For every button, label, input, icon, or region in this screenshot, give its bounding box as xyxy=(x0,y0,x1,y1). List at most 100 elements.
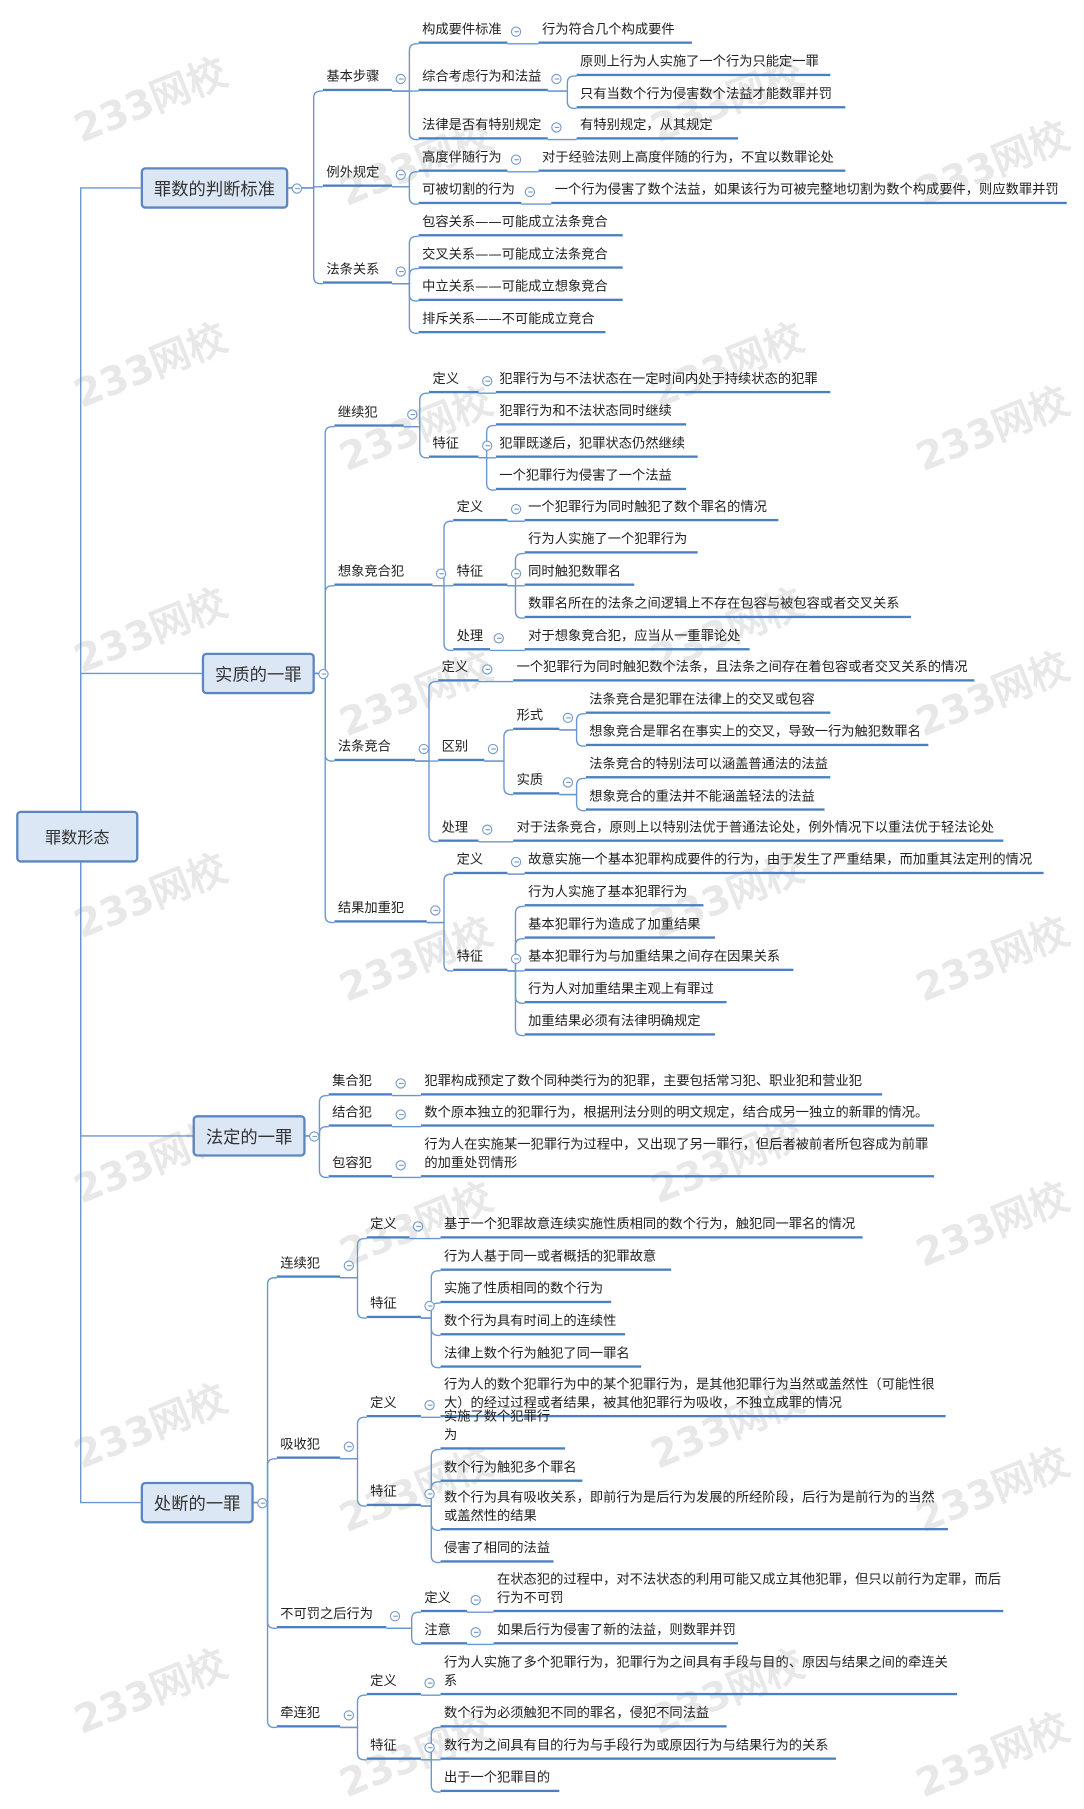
node[interactable]: 特征 xyxy=(453,947,508,971)
node[interactable]: 特征 xyxy=(453,562,508,586)
leaf-node[interactable]: 出于一个犯罪目的 xyxy=(440,1768,560,1793)
leaf-node[interactable]: 基本犯罪行为与加重结果之间存在因果关系 xyxy=(524,947,794,971)
collapse-icon[interactable] xyxy=(424,1300,435,1312)
node[interactable]: 定义 xyxy=(438,657,479,682)
leaf-node[interactable]: 中立关系——可能成立想象竞合 xyxy=(418,277,623,301)
collapse-icon[interactable] xyxy=(407,409,418,420)
leaf-node[interactable]: 行为人对加重结果主观上有罪过 xyxy=(524,979,727,1004)
collapse-icon[interactable] xyxy=(510,154,522,165)
node[interactable]: 特征 xyxy=(366,1482,421,1507)
collapse-icon[interactable] xyxy=(343,1710,355,1721)
leaf-node[interactable]: 基于一个犯罪故意连续实施性质相同的数个行为，触犯同一罪名的情况 xyxy=(440,1214,863,1239)
leaf-node[interactable]: 犯罪行为与不法状态在一定时间内处于持续状态的犯罪 xyxy=(495,369,831,394)
node[interactable]: 定义 xyxy=(366,1214,410,1239)
branch-judgment-standard[interactable]: 罪数的判断标准 xyxy=(140,167,289,209)
leaf-node[interactable]: 同时触犯数罪名 xyxy=(524,562,635,586)
leaf-node[interactable]: 数个行为触犯多个罪名 xyxy=(440,1458,583,1482)
leaf-node[interactable]: 数个行为必须触犯不同的罪名，侵犯不同法益 xyxy=(440,1703,727,1728)
node-serial-crime[interactable]: 连续犯 xyxy=(276,1254,341,1278)
branch-disposed-one-crime[interactable]: 处断的一罪 xyxy=(140,1481,254,1524)
leaf-node[interactable]: 原则上行为人实施了一个行为只能定一罪 xyxy=(576,52,831,77)
leaf-node[interactable]: 法律上数个行为触犯了同一罪名 xyxy=(440,1343,642,1368)
collapse-icon[interactable] xyxy=(424,1399,435,1411)
leaf-node[interactable]: 实施了数个犯罪行为 xyxy=(440,1407,566,1450)
node-continuing-crime[interactable]: 继续犯 xyxy=(334,402,404,427)
leaf-node[interactable]: 犯罪构成预定了数个同种类行为的犯罪，主要包括常习犯、职业犯和营业犯 xyxy=(420,1071,883,1096)
collapse-icon[interactable] xyxy=(482,824,493,835)
leaf-node[interactable]: 排斥关系——不可能成立竞合 xyxy=(418,309,606,334)
leaf-node[interactable]: 侵害了相同的法益 xyxy=(440,1538,554,1563)
node[interactable]: 定义 xyxy=(453,497,508,522)
collapse-icon[interactable] xyxy=(551,73,562,85)
leaf-node[interactable]: 只有当数个行为侵害数个法益才能数罪并罚 xyxy=(576,84,846,109)
leaf-node[interactable]: 故意实施一个基本犯罪构成要件的行为，由于发生了严重结果，而加重其法定刑的情况 xyxy=(524,850,1044,875)
leaf-node[interactable]: 犯罪既遂后，犯罪状态仍然继续 xyxy=(495,434,698,458)
node[interactable]: 特征 xyxy=(428,434,479,458)
node[interactable]: 定义 xyxy=(453,850,508,875)
leaf-node[interactable]: 加重结果必须有法律明确规定 xyxy=(524,1011,715,1036)
node[interactable]: 区别 xyxy=(438,737,485,762)
node-combined-crime[interactable]: 结合犯 xyxy=(328,1102,393,1127)
collapse-icon[interactable] xyxy=(424,1742,435,1753)
collapse-icon[interactable] xyxy=(510,568,522,579)
leaf-node[interactable]: 想象竞合的重法并不能涵盖轻法的法益 xyxy=(585,786,825,811)
node-imaginative-concurrence[interactable]: 想象竞合犯 xyxy=(334,562,433,586)
node[interactable]: 法律是否有特别规定 xyxy=(418,115,548,140)
collapse-icon[interactable] xyxy=(470,1627,481,1638)
node-statute-concurrence[interactable]: 法条竞合 xyxy=(334,737,416,762)
collapse-icon[interactable] xyxy=(562,712,574,724)
collapse-icon[interactable] xyxy=(493,633,504,644)
leaf-node[interactable]: 实施了性质相同的数个行为 xyxy=(440,1279,612,1304)
leaf-node[interactable]: 行为人在实施某一犯罪行为过程中，又出现了另一罪行，但后者被前者所包容成为前罪的加… xyxy=(420,1135,935,1178)
collapse-icon[interactable] xyxy=(482,664,493,675)
collapse-icon[interactable] xyxy=(510,26,522,37)
collapse-icon[interactable] xyxy=(318,668,329,679)
root-node[interactable]: 罪数形态 xyxy=(16,810,139,863)
node[interactable]: 处理 xyxy=(453,626,491,651)
collapse-icon[interactable] xyxy=(389,1611,401,1622)
collapse-icon[interactable] xyxy=(309,1130,320,1142)
leaf-node[interactable]: 一个犯罪行为同时触犯了数个罪名的情况 xyxy=(524,497,779,522)
collapse-icon[interactable] xyxy=(412,1221,424,1232)
leaf-node[interactable]: 有特别规定，从其规定 xyxy=(576,115,739,140)
collapse-icon[interactable] xyxy=(257,1497,268,1508)
collapse-icon[interactable] xyxy=(435,568,447,579)
collapse-icon[interactable] xyxy=(395,1078,406,1089)
collapse-icon[interactable] xyxy=(395,1160,406,1171)
collapse-icon[interactable] xyxy=(524,186,536,198)
leaf-node[interactable]: 对于经验法则上高度伴随的行为，不宜以数罪论处 xyxy=(538,148,846,172)
leaf-node[interactable]: 包容关系——可能成立法条竞合 xyxy=(418,212,623,237)
collapse-icon[interactable] xyxy=(424,1488,435,1500)
collapse-icon[interactable] xyxy=(430,905,441,916)
node[interactable]: 处理 xyxy=(438,818,479,842)
node[interactable]: 实质 xyxy=(513,770,560,795)
collapse-icon[interactable] xyxy=(487,743,499,755)
collapse-icon[interactable] xyxy=(562,777,574,788)
node[interactable]: 特征 xyxy=(366,1736,421,1760)
leaf-node[interactable]: 行为人实施了一个犯罪行为 xyxy=(524,529,698,554)
leaf-node[interactable]: 基本犯罪行为造成了加重结果 xyxy=(524,914,715,939)
node-unpunishable-subsequent-act[interactable]: 不可罚之后行为 xyxy=(276,1604,387,1629)
node[interactable]: 综合考虑行为和法益 xyxy=(418,67,548,92)
leaf-node[interactable]: 数个行为具有吸收关系，即前行为是后行为发展的所经阶段，后行为是前行为的当然或盖然… xyxy=(440,1488,948,1531)
leaf-node[interactable]: 交叉关系——可能成立法条竞合 xyxy=(418,244,623,269)
node[interactable]: 定义 xyxy=(420,1588,468,1613)
node[interactable]: 注意 xyxy=(420,1620,468,1645)
collapse-icon[interactable] xyxy=(395,169,406,180)
node[interactable]: 定义 xyxy=(366,1671,421,1696)
node-implicated-crime[interactable]: 牵连犯 xyxy=(276,1703,341,1728)
leaf-node[interactable]: 行为人基于同一或者概括的犯罪故意 xyxy=(440,1247,672,1271)
collapse-icon[interactable] xyxy=(482,440,493,451)
leaf-node[interactable]: 数个原本独立的犯罪行为，根据刑法分则的明文规定，结合成另一独立的新罪的情况。 xyxy=(420,1102,935,1127)
leaf-node[interactable]: 行为人实施了基本犯罪行为 xyxy=(524,882,704,907)
leaf-node[interactable]: 一个犯罪行为同时触犯数个法条，且法条之间存在着包容或者交叉关系的情况 xyxy=(513,657,975,682)
node[interactable]: 特征 xyxy=(366,1294,421,1319)
collapse-icon[interactable] xyxy=(482,375,493,387)
collapse-icon[interactable] xyxy=(510,953,522,965)
leaf-node[interactable]: 如果后行为侵害了新的法益，则数罪并罚 xyxy=(493,1620,739,1645)
leaf-node[interactable]: 行为人的数个犯罪行为中的某个犯罪行为，是其他犯罪行为当然或盖然性（可能性很大）的… xyxy=(440,1375,946,1418)
node-exceptions[interactable]: 例外规定 xyxy=(322,163,393,187)
collapse-icon[interactable] xyxy=(470,1594,481,1606)
node[interactable]: 高度伴随行为 xyxy=(418,148,508,172)
leaf-node[interactable]: 一个犯罪行为侵害了一个法益 xyxy=(495,466,687,491)
